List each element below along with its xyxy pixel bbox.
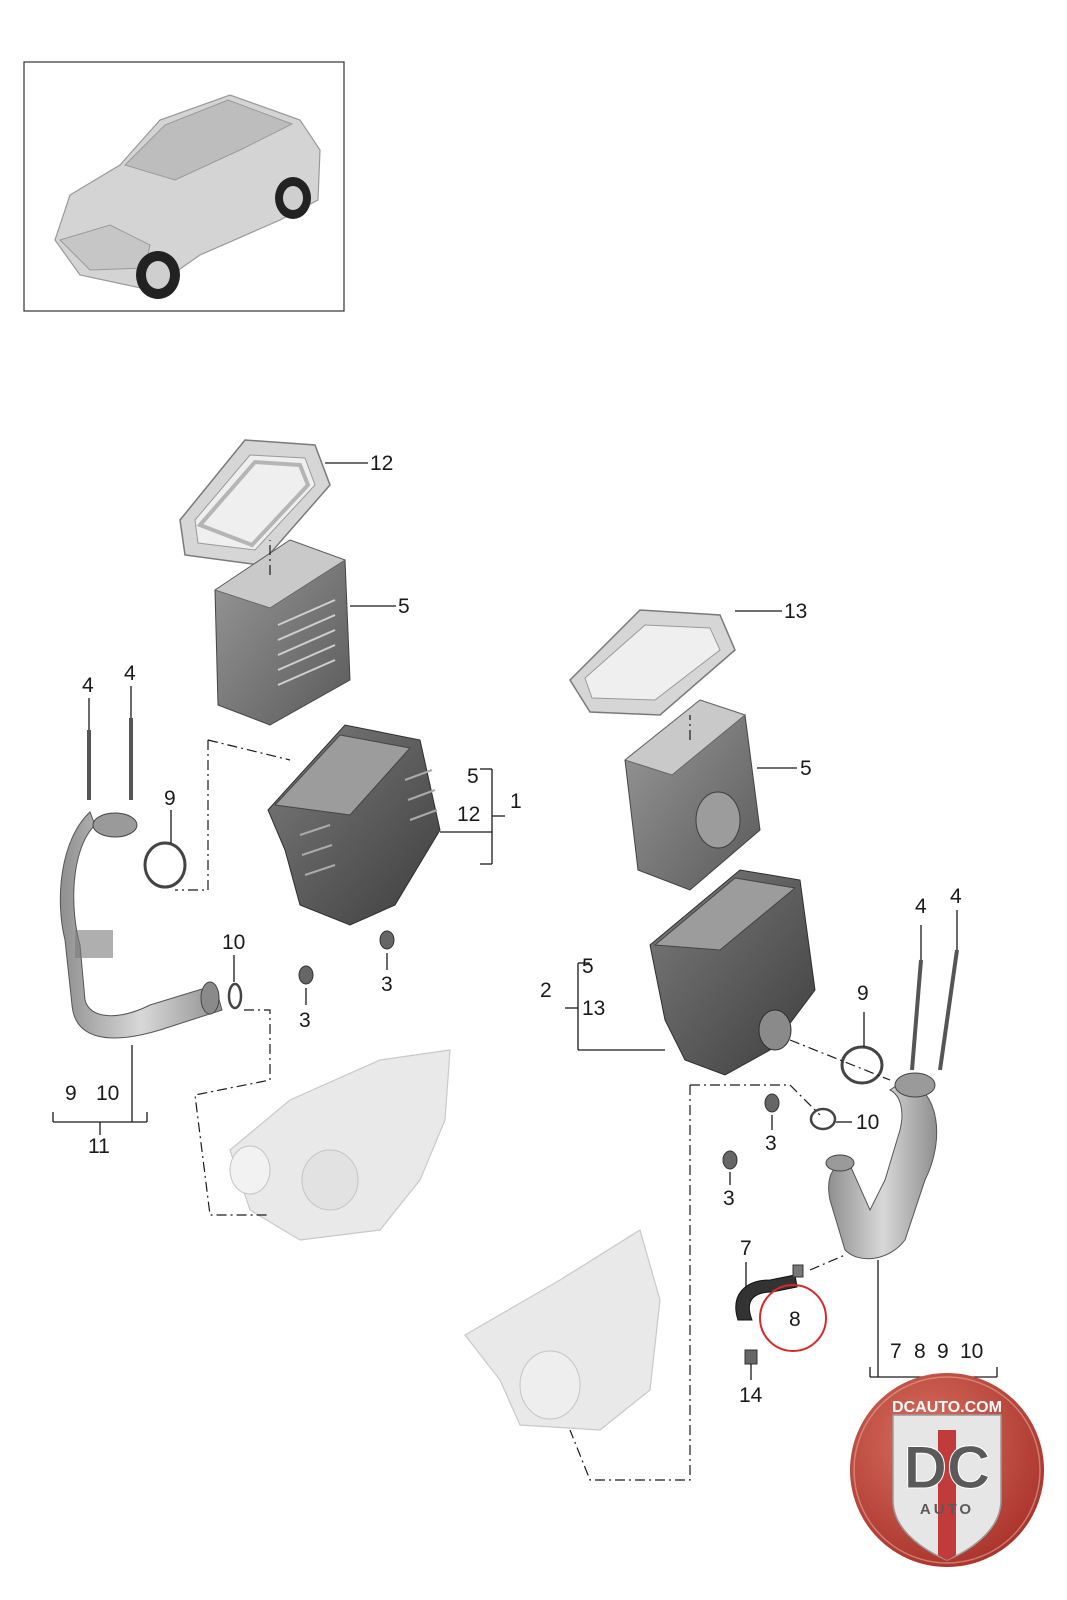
callout-3-d: 3 xyxy=(723,1187,735,1210)
callout-7: 7 xyxy=(740,1237,752,1260)
callout-10-right: 10 xyxy=(856,1111,879,1134)
seal-10-right xyxy=(809,1107,837,1131)
callout-3-b: 3 xyxy=(381,973,393,996)
callout-3-c: 3 xyxy=(765,1132,777,1155)
callout-4-d: 4 xyxy=(950,885,962,908)
callout-10-bracket-11: 10 xyxy=(96,1082,119,1105)
callout-8-bracket-6: 8 xyxy=(914,1340,926,1363)
callout-3-a: 3 xyxy=(299,1009,311,1032)
callout-10-left: 10 xyxy=(222,931,245,954)
callout-4-a: 4 xyxy=(82,674,94,697)
rubber-mount-3-right xyxy=(722,1093,780,1170)
callout-14: 14 xyxy=(739,1384,763,1407)
dcauto-logo: DCAUTO.COM DC AUTO xyxy=(850,1373,1044,1567)
airbox-housing-1 xyxy=(267,724,441,926)
callout-9-bracket-11: 9 xyxy=(65,1082,77,1105)
vehicle-thumbnail xyxy=(23,61,345,312)
seal-10-left xyxy=(227,982,243,1010)
callout-13-bracket-2: 13 xyxy=(582,997,605,1020)
air-filter-element-5-left xyxy=(213,539,351,726)
callout-7-bracket-6: 7 xyxy=(890,1340,902,1363)
callout-10-bracket-6: 10 xyxy=(960,1340,983,1363)
car-illustration xyxy=(54,94,321,299)
clamp-8 xyxy=(792,1264,804,1278)
callout-9-bracket-6: 9 xyxy=(937,1340,949,1363)
leader-lines xyxy=(52,462,998,1481)
logo-mark: DC xyxy=(904,1434,991,1501)
callout-5-bracket-1: 5 xyxy=(467,765,479,788)
callout-1: 1 xyxy=(510,790,522,813)
callout-8: 8 xyxy=(789,1308,801,1331)
gasket-12 xyxy=(179,439,331,566)
gasket-13 xyxy=(569,609,736,716)
bolts-4-right xyxy=(910,949,959,1071)
logo-domain: DCAUTO.COM xyxy=(892,1399,1002,1416)
callout-12-bracket-1: 12 xyxy=(457,803,480,826)
callout-2: 2 xyxy=(540,979,552,1002)
callout-labels: 12 5 13 5 4 4 9 5 12 1 10 3 3 9 10 11 2 … xyxy=(65,452,983,1415)
highlight-circle xyxy=(759,1284,827,1352)
intake-pipe-6 xyxy=(825,1072,938,1260)
air-filter-element-5-right xyxy=(623,699,761,891)
o-ring-9-left xyxy=(143,841,187,889)
callout-11: 11 xyxy=(88,1135,110,1158)
turbo-right-ghost xyxy=(464,1229,661,1431)
callout-5-right: 5 xyxy=(800,757,812,780)
fastener-14 xyxy=(744,1349,758,1365)
bolts-4-left xyxy=(87,718,133,800)
intake-pipe-11 xyxy=(59,811,223,1039)
logo-word: AUTO xyxy=(920,1501,974,1518)
callout-4-c: 4 xyxy=(915,895,927,918)
callout-5-left: 5 xyxy=(398,595,410,618)
callout-4-b: 4 xyxy=(124,662,136,685)
airbox-housing-2 xyxy=(649,869,816,1076)
callout-12-top: 12 xyxy=(370,452,393,475)
turbo-left-ghost xyxy=(229,1049,451,1241)
callout-13-top: 13 xyxy=(784,600,807,623)
o-ring-9-right xyxy=(840,1045,884,1085)
callout-5-bracket-2: 5 xyxy=(582,955,594,978)
callout-9-left: 9 xyxy=(164,787,176,810)
callout-9-right: 9 xyxy=(857,982,869,1005)
rubber-mount-3-left xyxy=(298,930,395,985)
